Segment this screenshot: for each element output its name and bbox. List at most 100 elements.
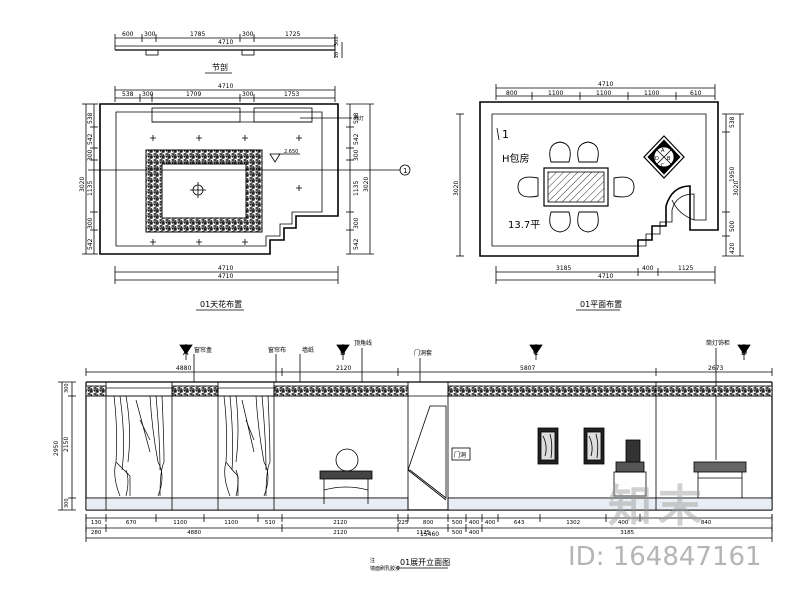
section-top: 600 300 1785 300 1725 4710 300 20 节剖 xyxy=(114,31,343,74)
elev-dim-r1-13: 1302 xyxy=(566,520,580,526)
marker-d: D xyxy=(741,348,747,357)
fp-right-4: 420 xyxy=(729,242,736,254)
fp-dim-5: 610 xyxy=(690,90,702,97)
cp-dim-2: 300 xyxy=(142,91,154,98)
elev-dim-r2-3: 2120 xyxy=(333,530,347,536)
compass-b: B xyxy=(667,156,671,162)
cp-right-1: 538 xyxy=(353,112,360,124)
floor-plan: 4710 800 1100 1100 1100 610 1 H包房 13.7平 xyxy=(453,81,744,311)
elev-dim-r1-9: 500 xyxy=(452,520,463,526)
curtain-left xyxy=(105,387,173,497)
fp-right-3: 500 xyxy=(729,220,736,232)
cp-dim-4: 300 xyxy=(242,91,254,98)
door: 门洞 xyxy=(407,405,471,501)
elev-dim-r1-1: 130 xyxy=(91,520,102,526)
elevation-markers: A B C D xyxy=(179,344,751,360)
elev-dim-r2-1: 280 xyxy=(91,530,102,536)
cp-dim-1: 538 xyxy=(122,91,134,98)
fp-bottom-1: 3185 xyxy=(556,265,571,272)
elev-left-2: 2150 xyxy=(63,437,70,452)
cp-dim-total-top: 4710 xyxy=(218,83,233,90)
elev-bottom-total: 15460 xyxy=(420,531,439,538)
door-label: 门洞 xyxy=(454,451,466,459)
elev-dim-r1-14: 400 xyxy=(618,520,629,526)
elev-top-1: 4880 xyxy=(176,365,191,372)
elev-note-2: 墙面刷乳胶漆 xyxy=(370,565,400,572)
fp-dim-3: 1100 xyxy=(596,90,611,97)
elev-dim-r2-4: 1125 xyxy=(416,530,430,536)
elev-dim-r1-4: 1100 xyxy=(224,520,238,526)
fp-left-total: 3020 xyxy=(453,181,460,196)
fp-dim-4: 1100 xyxy=(644,90,659,97)
elevation: A B C D 窗帘盒 窗帘布 墙纸 顶角线 门洞套 筒灯饰柜 488 xyxy=(53,339,773,572)
cp-left-4: 1135 xyxy=(87,181,94,196)
ceiling-plan-caption: 01天花布置 xyxy=(200,299,242,309)
elev-dim-r1-10: 400 xyxy=(469,520,480,526)
elev-dim-r1-5: 510 xyxy=(265,520,276,526)
elev-dim-r1-11: 400 xyxy=(485,520,496,526)
fp-right-1: 538 xyxy=(729,116,736,128)
cp-right-2: 542 xyxy=(353,133,360,145)
elev-dim-r1-12: 643 xyxy=(514,520,525,526)
elev-dim-r2-5: 500 xyxy=(452,530,463,536)
cp-bottom-2: 4710 xyxy=(218,273,233,280)
label-curtain: 窗帘布 xyxy=(268,346,286,354)
elev-dim-r1-15: 840 xyxy=(701,520,712,526)
elev-dim-r1-6: 2120 xyxy=(333,520,347,526)
sec-dim-5: 1725 xyxy=(285,31,300,38)
fp-bottom-total: 4710 xyxy=(598,273,613,280)
sec-dim-3: 1785 xyxy=(190,31,205,38)
cp-level-mark: 2.650 xyxy=(284,149,298,155)
elev-dim-r1-2: 670 xyxy=(126,520,137,526)
cp-axis-label: 1 xyxy=(403,167,407,175)
cp-right-4: 1135 xyxy=(353,181,360,196)
cp-bottom-1: 4710 xyxy=(218,265,233,272)
sec-side-dim-1: 300 xyxy=(334,36,340,46)
ceiling-plan: 4710 538 300 1709 300 1753 1 2.650 xyxy=(79,83,411,311)
cp-left-2: 542 xyxy=(87,133,94,145)
watermark-logo: 知末 xyxy=(608,481,708,532)
cp-right-3: 300 xyxy=(353,149,360,161)
elev-dim-r2-2: 4880 xyxy=(187,530,201,536)
floor-plan-caption: 01平面布置 xyxy=(580,299,622,309)
cp-left-6: 542 xyxy=(87,238,94,250)
label-cabinet: 筒灯饰柜 xyxy=(706,339,730,347)
label-curtain-box: 窗帘盒 xyxy=(194,346,212,354)
cp-left-5: 300 xyxy=(87,217,94,229)
elev-note-1: 注 xyxy=(370,557,375,564)
fp-bottom-2: 400 xyxy=(642,265,654,272)
cp-right-total: 3020 xyxy=(363,177,370,192)
fp-room-number: 1 xyxy=(502,128,509,141)
marker-b: B xyxy=(340,348,346,357)
elev-dim-r2-7: 3185 xyxy=(620,530,634,536)
elev-dim-r1-7: 225 xyxy=(398,520,409,526)
elev-top-2: 2120 xyxy=(336,365,351,372)
section-title: 节剖 xyxy=(212,62,228,72)
elevation-caption: 01展开立面图 xyxy=(400,557,450,567)
compass-d: D xyxy=(655,156,659,162)
elev-top-3: 5807 xyxy=(520,365,535,372)
cp-left-total: 3020 xyxy=(79,177,86,192)
watermark-id: ID: 164847161 xyxy=(568,542,762,572)
marker-a: A xyxy=(183,348,189,357)
fp-bottom-3: 1125 xyxy=(678,265,693,272)
elev-left-total: 2950 xyxy=(53,441,60,456)
sec-dim-1: 600 xyxy=(122,31,134,38)
cp-right-5: 300 xyxy=(353,217,360,229)
fp-right-2: 1950 xyxy=(729,167,736,182)
compass-symbol: A B C D xyxy=(643,135,685,179)
cp-dim-5: 1753 xyxy=(284,91,299,98)
elev-left-3: 300 xyxy=(64,498,70,508)
cp-dim-3: 1709 xyxy=(186,91,201,98)
cp-light-label: 筒灯 xyxy=(354,115,364,122)
fp-room-area: 13.7平 xyxy=(508,220,540,231)
label-door-frame: 门洞套 xyxy=(414,349,432,357)
sec-dim-2: 300 xyxy=(144,31,156,38)
fp-room-name: H包房 xyxy=(502,152,530,165)
elev-top-4: 2673 xyxy=(708,365,723,372)
cp-left-3: 300 xyxy=(87,149,94,161)
curtain-right xyxy=(217,387,275,497)
